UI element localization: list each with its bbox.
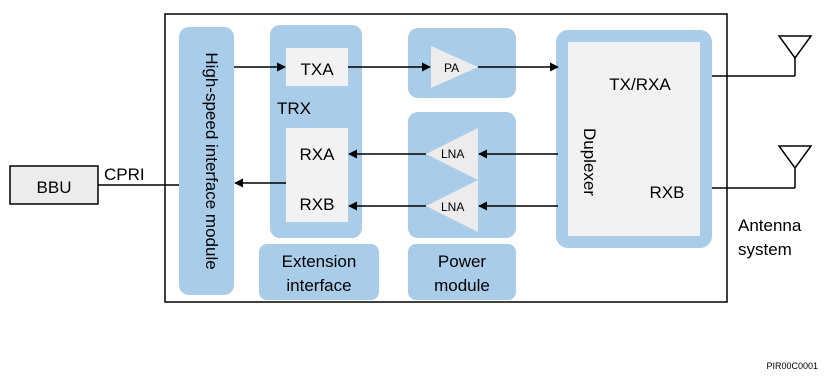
tx-rxa-label: TX/RXA — [609, 75, 671, 94]
antenna-label-line1: Antenna — [738, 216, 802, 235]
txa-box — [286, 48, 348, 86]
extension-interface-line1: Extension — [282, 252, 357, 271]
rxb-duplexer-label: RXB — [650, 183, 685, 202]
lna-b-label: LNA — [441, 200, 464, 214]
power-module — [408, 244, 516, 300]
bbu-box — [9, 165, 99, 205]
figure-id: PIR00C0001 — [766, 361, 818, 371]
high-speed-interface-label: High-speed interface module — [202, 52, 221, 269]
trx-label: TRX — [277, 99, 311, 118]
pa-amplifier-icon — [431, 46, 478, 88]
cpri-label: CPRI — [104, 165, 145, 184]
power-module-line2: module — [434, 276, 490, 295]
antenna-label-line2: system — [738, 240, 792, 259]
power-module-line1: Power — [438, 252, 487, 271]
rx-box — [286, 128, 348, 222]
extension-interface — [259, 244, 379, 300]
bbu-label: BBU — [37, 178, 72, 197]
lna-a-label: LNA — [441, 147, 464, 161]
antenna-icon — [777, 145, 813, 170]
lna-a-amplifier-icon — [426, 128, 478, 180]
duplexer-inner — [568, 42, 700, 236]
lna-b-amplifier-icon — [426, 180, 478, 232]
extension-interface-line2: interface — [286, 276, 351, 295]
high-speed-interface-module — [179, 27, 234, 295]
rxa-label: RXA — [300, 145, 336, 164]
antenna-icon — [777, 35, 813, 60]
pa-label: PA — [444, 61, 459, 75]
rxb-trx-label: RXB — [300, 195, 335, 214]
duplexer-label: Duplexer — [580, 128, 599, 196]
txa-label: TXA — [300, 60, 334, 79]
